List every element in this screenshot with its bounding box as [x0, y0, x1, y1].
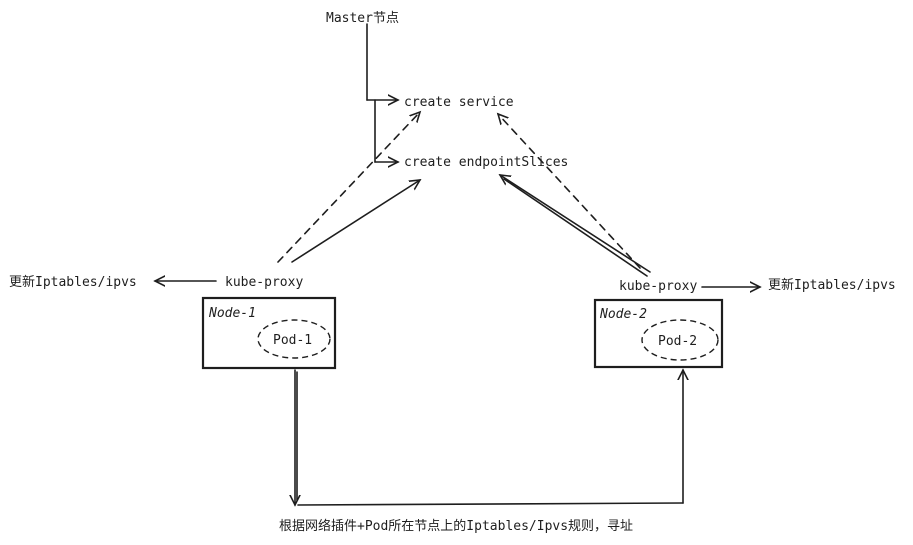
node2-watch-endpointslices-arrow: [500, 175, 651, 273]
routing-path-line: [297, 502, 684, 506]
node1-name-label: Node-1: [208, 306, 256, 321]
node2-update-label: 更新Iptables/ipvs: [768, 277, 896, 293]
node2-box: [593, 298, 724, 369]
routing-note-label: 根据网络插件+Pod所在节点上的Iptables/Ipvs规则，寻址: [279, 518, 633, 534]
node1-watch-endpointslices-arrow: [291, 180, 420, 263]
node1-box: [201, 296, 337, 370]
node1-watch-service-arrow: [277, 112, 420, 263]
create-endpointslices-label: create endpointSlices: [404, 155, 568, 170]
node2-name-label: Node-2: [599, 307, 647, 322]
pod2-ellipse: [641, 319, 719, 361]
node1-kube-proxy-label: kube-proxy: [225, 275, 303, 290]
node2-kube-proxy-label: kube-proxy: [619, 279, 697, 294]
node1-update-label: 更新Iptables/ipvs: [9, 274, 137, 290]
pod2-label: Pod-2: [658, 334, 697, 349]
node2-watch-service-arrow: [498, 114, 641, 269]
master-label: Master节点: [326, 11, 399, 26]
create-service-label: create service: [404, 95, 514, 110]
node2-watch-endpointslices-arrow-double: [503, 178, 648, 277]
pod1-label: Pod-1: [273, 333, 312, 348]
pod1-ellipse: [257, 319, 331, 359]
